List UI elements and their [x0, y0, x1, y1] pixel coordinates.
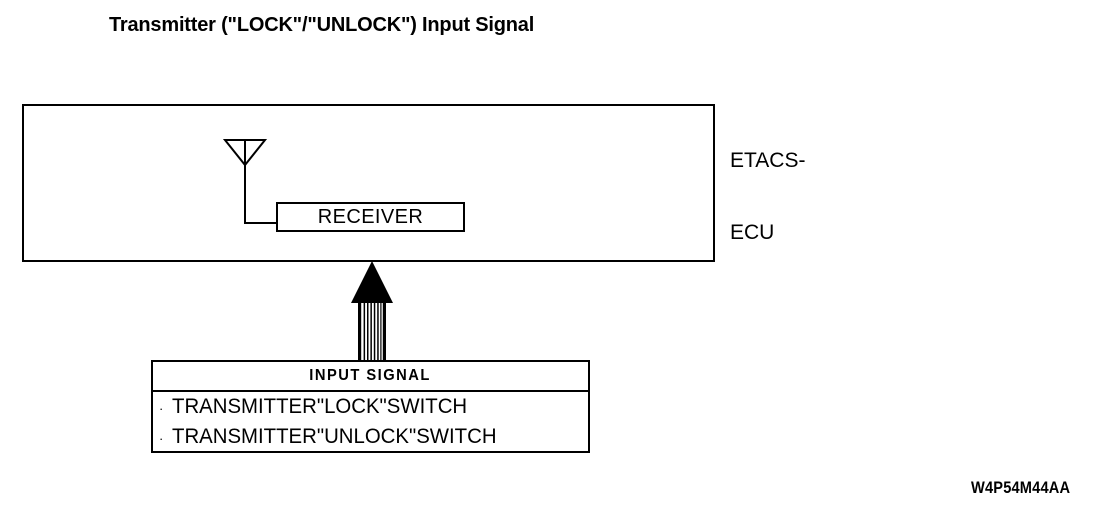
list-item-label: TRANSMITTER"UNLOCK"SWITCH — [172, 425, 497, 448]
antenna-icon — [218, 136, 278, 228]
input-signal-list: · TRANSMITTER"LOCK"SWITCH · TRANSMITTER"… — [153, 392, 588, 453]
list-item-label: TRANSMITTER"LOCK"SWITCH — [172, 395, 468, 418]
etacs-ecu-label-line2: ECU — [730, 221, 775, 244]
etacs-ecu-label-line1: ETACS- — [730, 149, 806, 172]
etacs-ecu-box — [22, 104, 715, 262]
input-signal-header-label: INPUT SIGNAL — [309, 367, 432, 384]
document-code: W4P54M44AA — [971, 478, 1071, 497]
input-signal-header: INPUT SIGNAL — [153, 362, 588, 392]
list-item: · TRANSMITTER"UNLOCK"SWITCH — [159, 423, 588, 453]
receiver-box: RECEIVER — [276, 202, 465, 232]
list-item: · TRANSMITTER"LOCK"SWITCH — [159, 393, 588, 423]
bullet-icon: · — [159, 431, 164, 446]
page-title: Transmitter ("LOCK"/"UNLOCK") Input Sign… — [109, 14, 535, 36]
input-signal-box: INPUT SIGNAL · TRANSMITTER"LOCK"SWITCH ·… — [151, 360, 590, 453]
receiver-label: RECEIVER — [317, 206, 424, 228]
striped-up-arrow-icon — [348, 260, 396, 362]
etacs-ecu-label: ETACS- ECU — [730, 101, 805, 293]
bullet-icon: · — [159, 401, 164, 416]
